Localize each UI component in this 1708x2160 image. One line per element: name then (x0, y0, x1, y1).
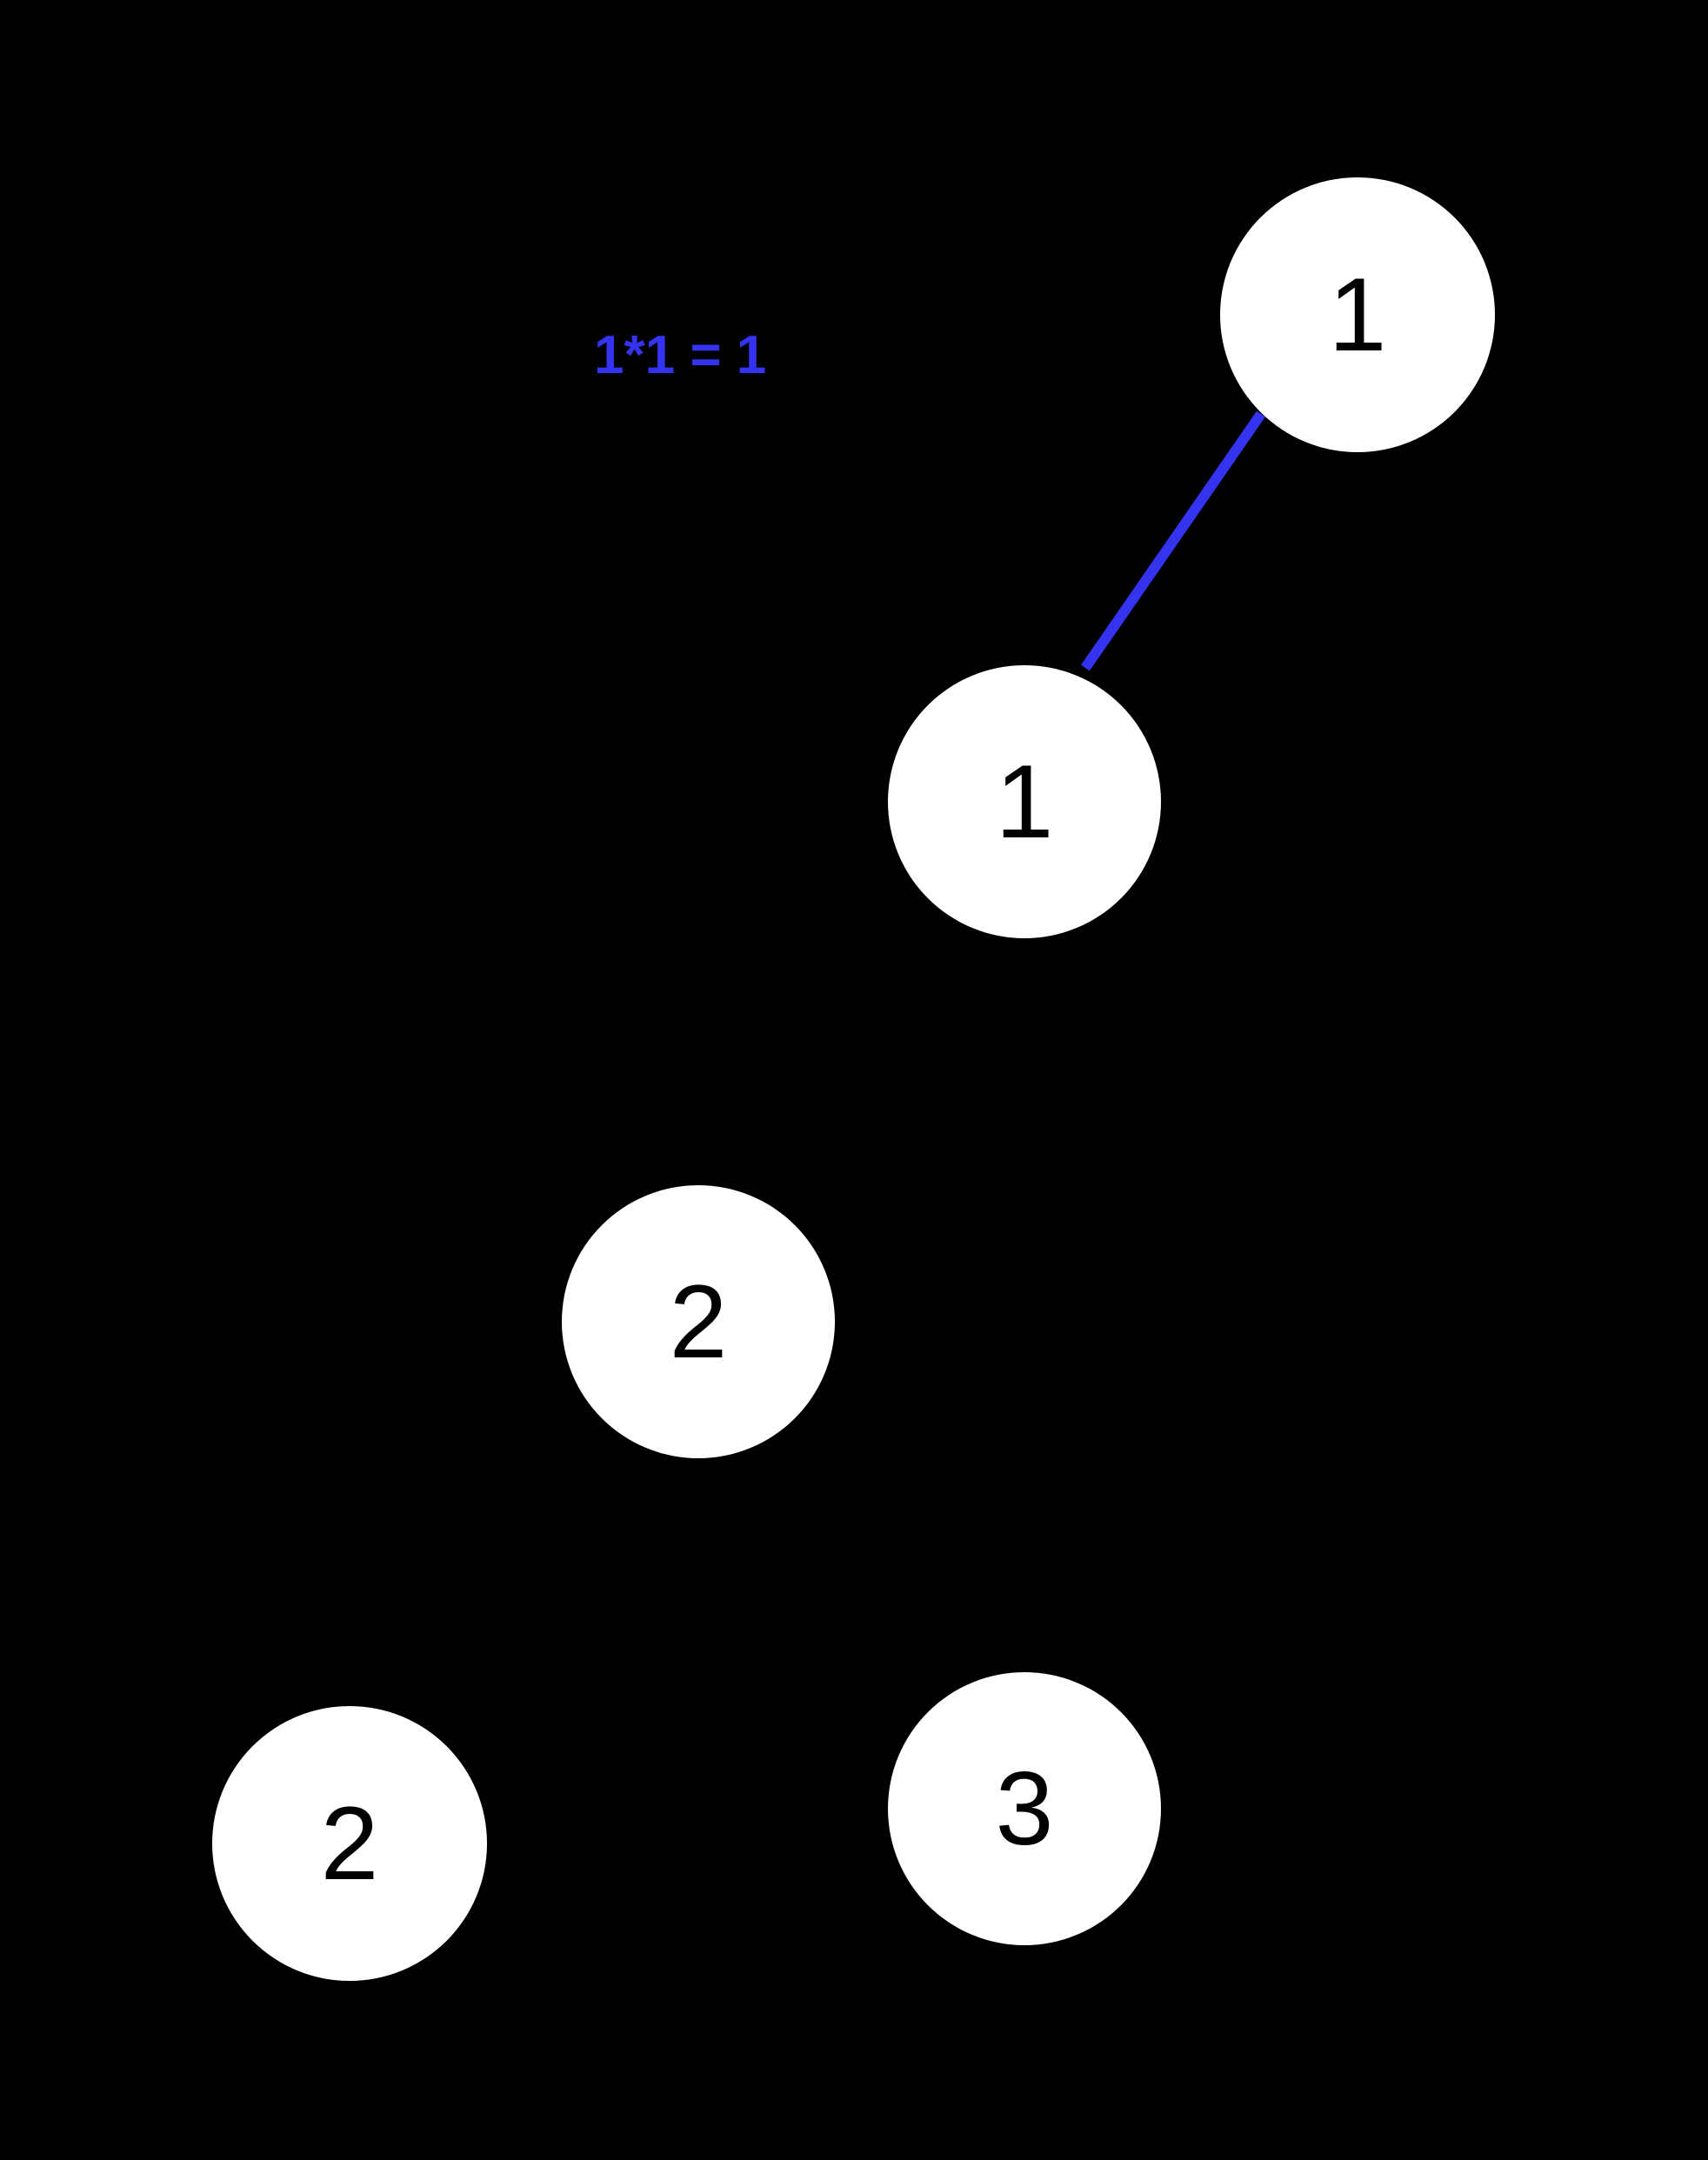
graph-edge (1081, 410, 1265, 671)
graph-node-label: 3 (995, 1750, 1054, 1867)
graph-node-label: 2 (320, 1785, 379, 1902)
graph-node-label: 1 (995, 743, 1054, 860)
graph-node[interactable]: 1 (1220, 177, 1495, 452)
graph-node[interactable]: 3 (888, 1672, 1161, 1945)
graph-node-label: 2 (669, 1263, 728, 1380)
edges-group (1081, 410, 1265, 671)
graph-node[interactable]: 2 (212, 1706, 487, 1981)
graph-node[interactable]: 1 (888, 665, 1161, 938)
graph-annotation: 1*1 = 1 (594, 325, 767, 385)
graph-node[interactable]: 2 (562, 1185, 835, 1458)
graph-node-label: 1 (1328, 257, 1387, 373)
